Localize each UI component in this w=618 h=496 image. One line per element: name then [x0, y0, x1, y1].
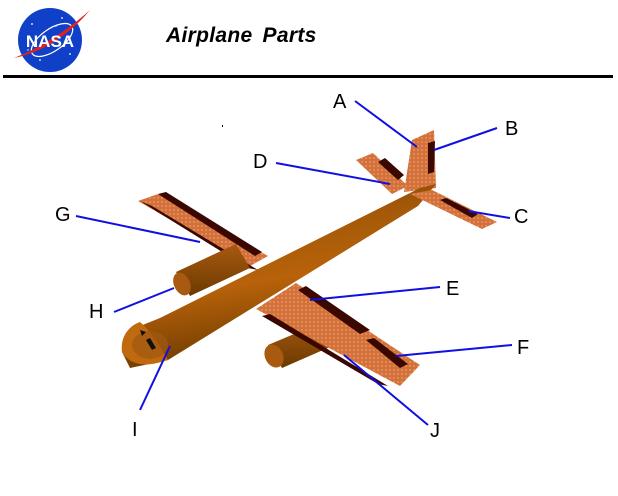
right-horizontal-stabilizer: [410, 190, 497, 229]
leader-line-B: [433, 127, 498, 151]
left-wing: [138, 192, 268, 270]
leader-line-G: [75, 215, 201, 243]
left-engine: [173, 244, 250, 296]
header-divider: [3, 75, 613, 78]
leader-line-A: [354, 100, 418, 148]
leader-lines: [75, 100, 513, 426]
svg-text:NASA: NASA: [26, 32, 74, 51]
nasa-logo: NASA: [14, 8, 90, 72]
stray-pixel: [222, 125, 223, 127]
leader-line-F: [395, 344, 513, 357]
leader-line-J: [343, 354, 429, 426]
label-I: I: [132, 419, 138, 441]
leader-line-D: [275, 162, 391, 185]
label-E: E: [446, 278, 460, 300]
label-B: B: [505, 118, 519, 140]
vertical-stabilizer: [404, 130, 436, 192]
right-wing: [256, 283, 420, 386]
label-G: G: [55, 204, 71, 226]
page-title: Airplane Parts: [166, 24, 317, 47]
fuselage: [121, 184, 436, 368]
label-A: A: [333, 91, 347, 113]
label-H: H: [89, 301, 104, 323]
page-header: NASA Airplane Parts: [0, 0, 618, 80]
leader-line-C: [467, 210, 511, 219]
leader-line-I: [139, 345, 171, 411]
leader-line-H: [113, 287, 175, 313]
left-horizontal-stabilizer: [356, 153, 408, 194]
label-D: D: [253, 151, 268, 173]
label-C: C: [514, 206, 529, 228]
leader-line-E: [309, 286, 441, 301]
label-F: F: [517, 337, 530, 359]
label-J: J: [430, 420, 440, 442]
